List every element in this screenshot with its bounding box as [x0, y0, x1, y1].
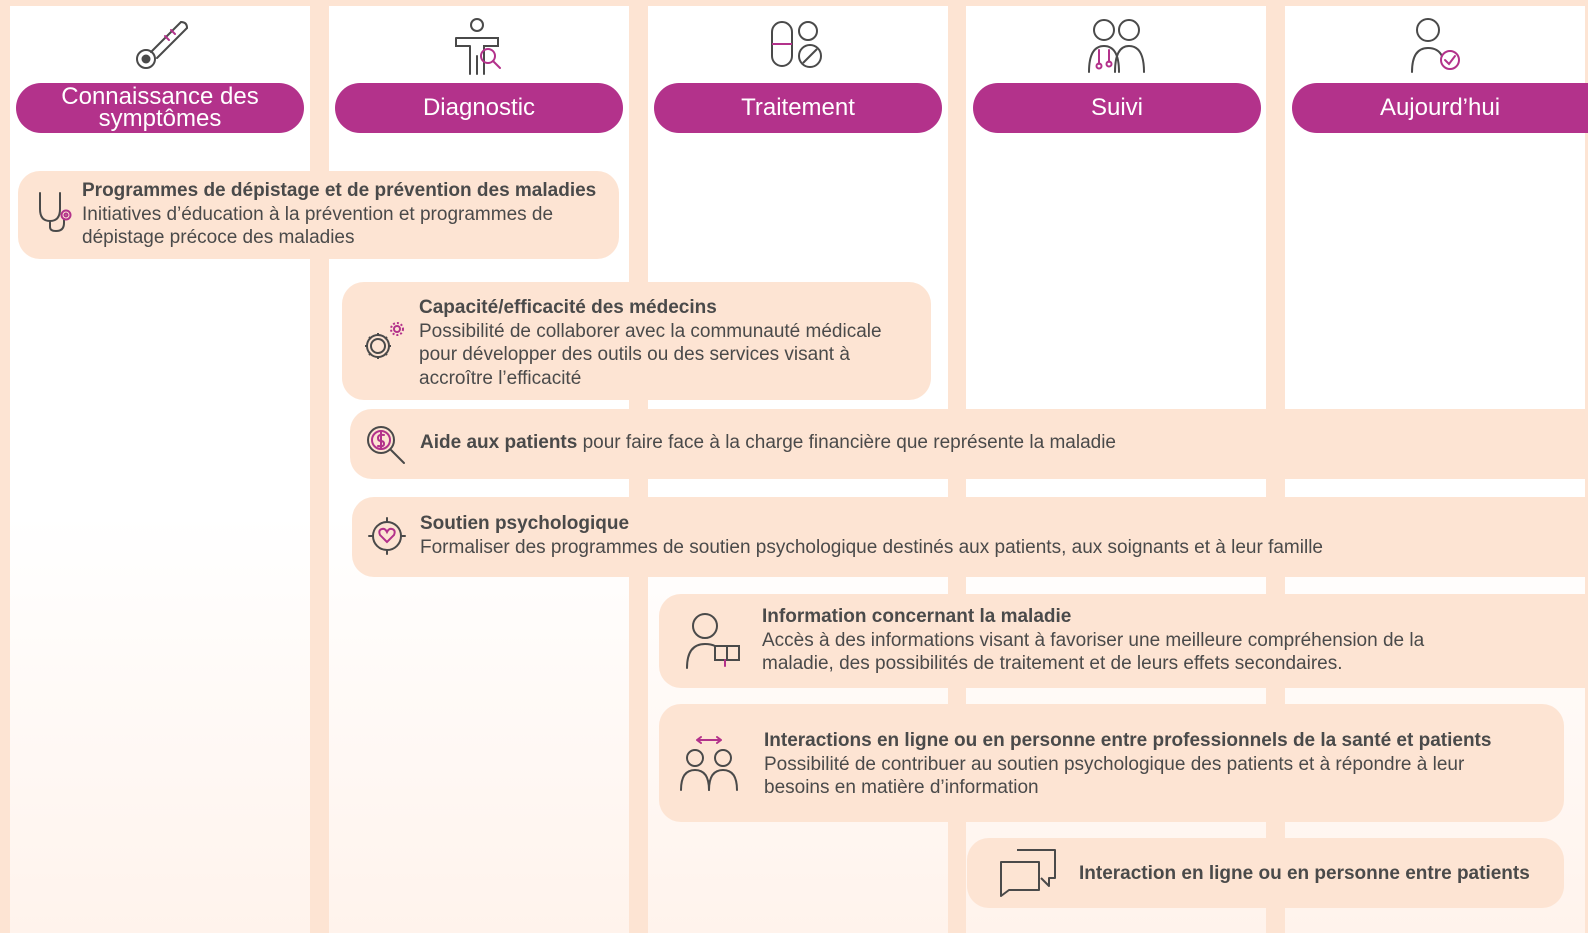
- stage-pill-symptom-awareness: Connaissance des symptômes: [16, 83, 304, 133]
- stage-label: Traitement: [741, 94, 855, 121]
- stage-label-line1: Connaissance des: [61, 83, 259, 110]
- heart-target-icon: [368, 517, 406, 560]
- chat-bubbles-icon: [999, 848, 1057, 903]
- initiative-title: Aide aux patients: [420, 432, 578, 453]
- initiative-card-professional-patient-interaction: Interactions en ligne ou en personne ent…: [659, 704, 1564, 822]
- initiative-description-line2: pour développer des outils ou des servic…: [419, 344, 850, 365]
- person-book-icon: [685, 612, 741, 673]
- initiative-card-screening: Programmes de dépistage et de prévention…: [18, 171, 619, 259]
- stage-pill-diagnostic: Diagnostic: [335, 83, 623, 133]
- person-check-icon: [1408, 16, 1466, 74]
- person-search-icon: [450, 16, 508, 75]
- money-search-icon: [366, 425, 408, 470]
- stage-pill-treatment: Traitement: [654, 83, 942, 133]
- initiative-card-psychological-support: Soutien psychologique Formaliser des pro…: [352, 497, 1588, 577]
- initiative-description-line2: maladie, des possibilités de traitement …: [762, 653, 1343, 674]
- initiative-description-line1: Possibilité de collaborer avec la commun…: [419, 320, 882, 342]
- stethoscope-icon: [36, 191, 76, 236]
- stage-pill-today: Aujourd’hui: [1292, 83, 1588, 133]
- initiative-card-physician-capacity: Capacité/efficacité des médecins Possibi…: [342, 282, 931, 400]
- initiative-title: Soutien psychologique: [420, 513, 630, 534]
- stage-label-line2: symptômes: [98, 105, 222, 132]
- stage-column-1: [10, 6, 310, 933]
- initiative-description: pour faire face à la charge financière q…: [577, 432, 1116, 453]
- initiative-card-patient-aid: Aide aux patients pour faire face à la c…: [350, 409, 1588, 479]
- stage-label: Suivi: [1090, 94, 1144, 121]
- initiative-title: Programmes de dépistage et de prévention…: [82, 180, 597, 201]
- gears-icon: [362, 320, 410, 369]
- initiative-card-patient-interaction: Interaction en ligne ou en personne entr…: [967, 838, 1564, 908]
- thermometer-icon: [131, 16, 189, 74]
- stage-label: Aujourd’hui: [1379, 94, 1501, 121]
- initiative-description-line1: Formaliser des programmes de soutien psy…: [420, 536, 1323, 558]
- initiative-description-line1: Initiatives d’éducation à la prévention …: [82, 203, 554, 225]
- two-people-exchange-icon: [679, 736, 739, 797]
- initiative-description-line3: accroître l’efficacité: [419, 367, 582, 389]
- pills-icon: [768, 16, 826, 74]
- initiative-description-line1: Possibilité de contribuer au soutien psy…: [764, 753, 1465, 775]
- initiative-title: Information concernant la maladie: [762, 606, 1072, 627]
- initiative-description-line2: besoins en matière d’information: [764, 777, 1039, 798]
- initiative-description-line1: Accès à des informations visant à favori…: [762, 629, 1425, 651]
- initiative-title: Interactions en ligne ou en personne ent…: [764, 730, 1492, 751]
- initiative-description-line2: dépistage précoce des maladies: [82, 227, 355, 248]
- patient-doctor-icon: [1087, 16, 1145, 74]
- stage-label: Diagnostic: [422, 94, 536, 121]
- initiative-title: Capacité/efficacité des médecins: [419, 297, 717, 318]
- initiative-card-disease-information: Information concernant la maladie Accès …: [659, 594, 1588, 688]
- stage-pill-follow-up: Suivi: [973, 83, 1261, 133]
- initiative-title: Interaction en ligne ou en personne entr…: [1079, 863, 1530, 884]
